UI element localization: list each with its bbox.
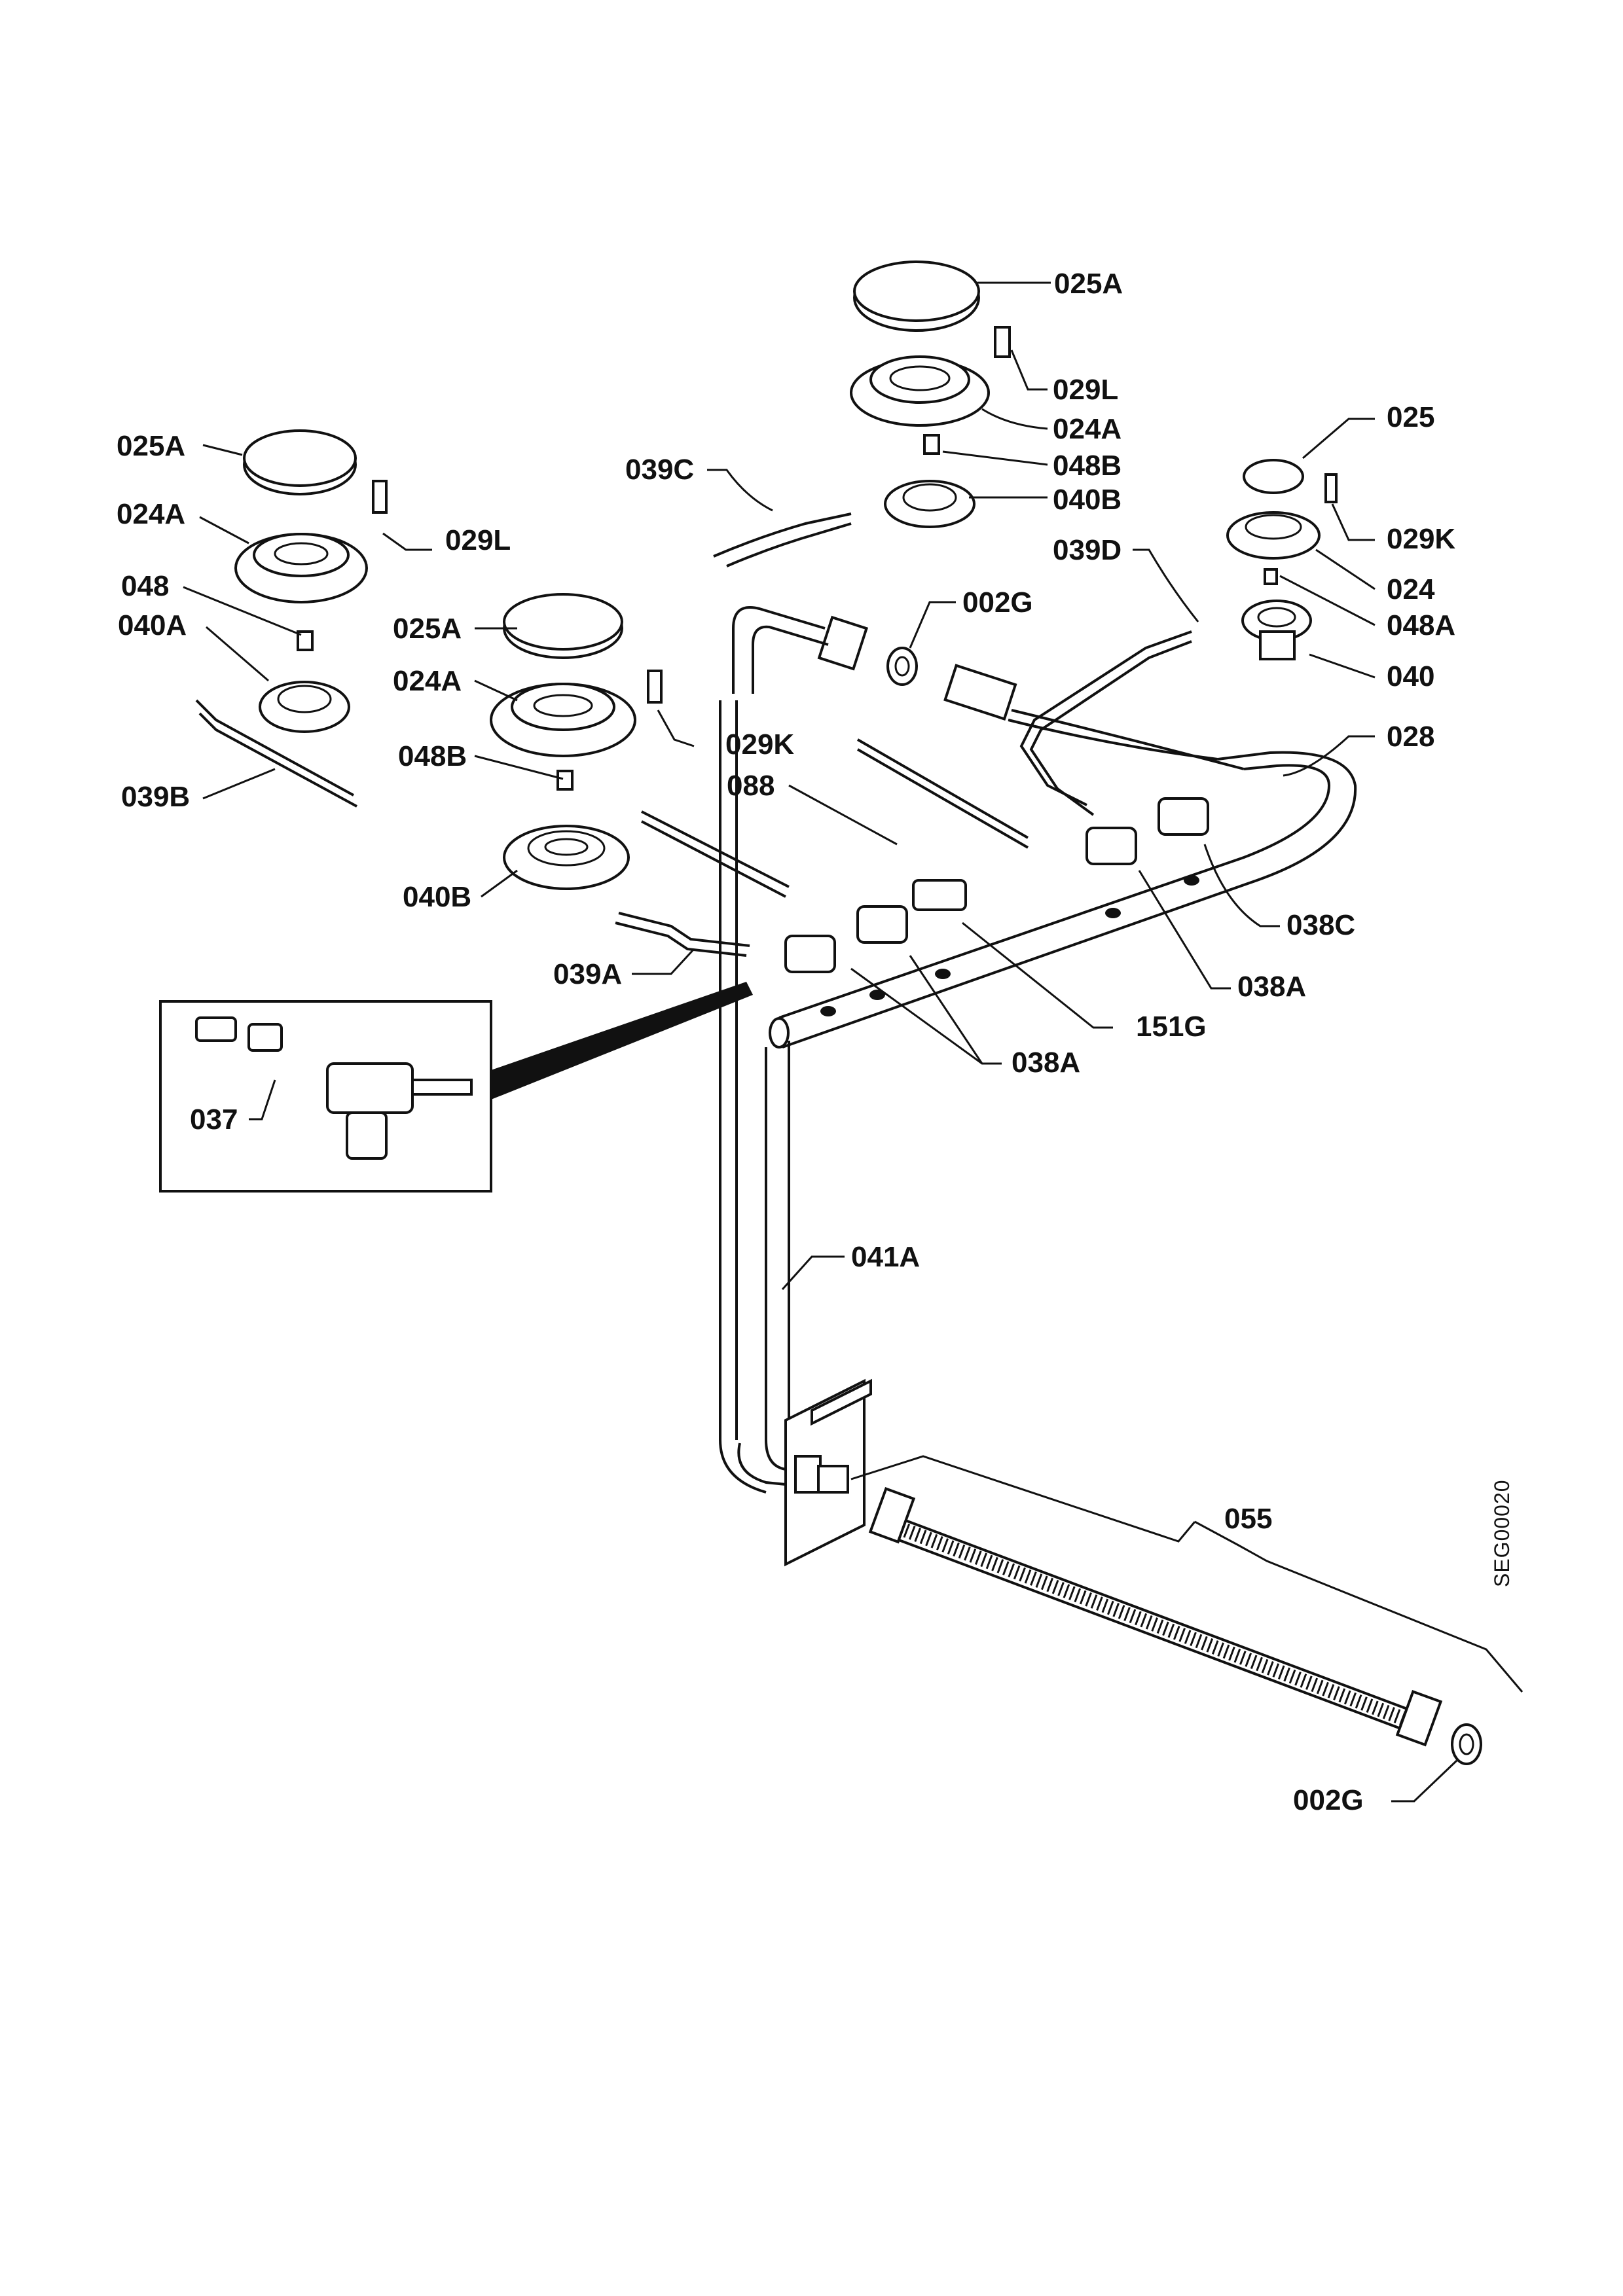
burner-top-left: [234, 429, 388, 733]
inlet-bracket: [784, 1378, 872, 1567]
label-029l-right: 029L: [1053, 374, 1118, 406]
label-024a-right: 024A: [1053, 413, 1122, 445]
label-029l-left: 029L: [445, 524, 511, 556]
label-039c: 039C: [625, 454, 694, 486]
label-025a-right: 025A: [1054, 268, 1123, 300]
label-038a-right: 038A: [1237, 971, 1306, 1003]
label-040: 040: [1387, 660, 1434, 692]
label-024a-left: 024A: [117, 498, 185, 530]
label-039b: 039B: [121, 781, 190, 813]
label-029k-right: 029K: [1387, 523, 1455, 555]
label-025a-mid: 025A: [393, 613, 462, 645]
label-038c: 038C: [1286, 909, 1355, 941]
leader-lines: [183, 281, 1523, 1803]
gas-taps: [784, 797, 1209, 973]
label-048b-right: 048B: [1053, 450, 1122, 482]
label-040a: 040A: [118, 609, 187, 641]
label-002g-bottom: 002G: [1293, 1784, 1364, 1816]
flex-hose: [868, 1487, 1482, 1765]
label-024a-mid: 024A: [393, 665, 462, 697]
label-029k-mid: 029K: [725, 728, 794, 761]
label-040b-mid: 040B: [403, 881, 471, 913]
burner-middle: [490, 593, 663, 890]
label-055: 055: [1224, 1503, 1272, 1535]
gas-manifold: [732, 606, 1357, 1049]
drawing-code: SEG00020: [1490, 1479, 1514, 1587]
label-048a: 048A: [1387, 609, 1455, 641]
burner-small-right: [1226, 459, 1338, 660]
burner-top-right: [850, 260, 1011, 528]
gas-tubes: [195, 512, 1192, 957]
label-048: 048: [121, 570, 169, 602]
part-labels: 025A 029L 024A 048B 040B 025 029K 024 04…: [117, 268, 1514, 1816]
inset-detail-box: [159, 982, 753, 1193]
label-002g-top: 002G: [962, 586, 1033, 619]
label-025: 025: [1387, 401, 1434, 433]
label-024: 024: [1387, 573, 1435, 605]
label-028: 028: [1387, 721, 1434, 753]
label-025a-left: 025A: [117, 430, 185, 462]
label-038a-bottom: 038A: [1012, 1047, 1080, 1079]
label-151g: 151G: [1136, 1011, 1207, 1043]
label-088: 088: [727, 770, 775, 802]
label-039a: 039A: [553, 958, 622, 990]
label-048b-mid: 048B: [398, 740, 467, 772]
label-041a: 041A: [851, 1241, 920, 1273]
label-040b-right: 040B: [1053, 484, 1122, 516]
label-037: 037: [190, 1103, 238, 1136]
label-039d: 039D: [1053, 534, 1122, 566]
riser-pipe: [719, 700, 806, 1494]
